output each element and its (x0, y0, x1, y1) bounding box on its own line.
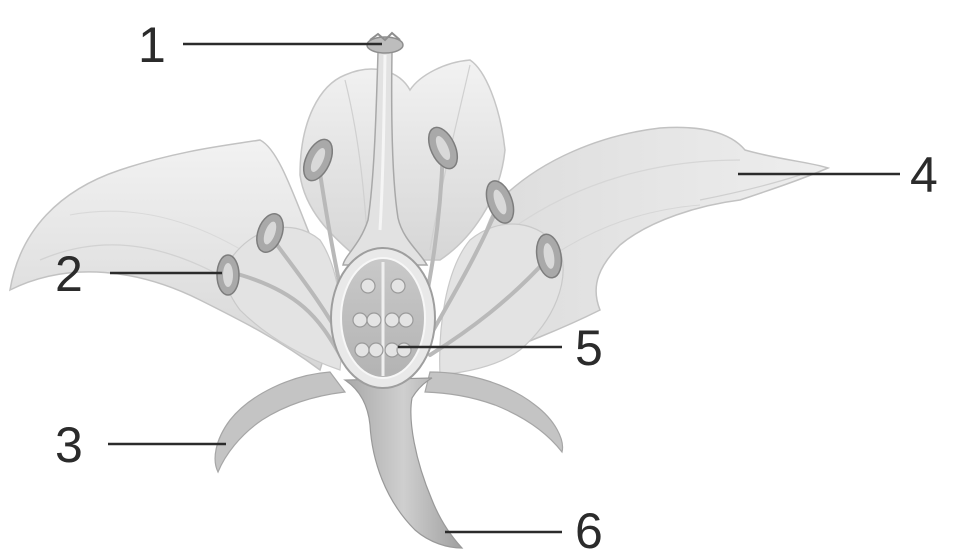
stem (345, 378, 462, 548)
label-6: 6 (575, 503, 603, 556)
label-1: 1 (138, 17, 166, 73)
ovary (331, 248, 435, 388)
anther (217, 255, 239, 295)
label-3: 3 (55, 417, 83, 473)
label-5: 5 (575, 320, 603, 376)
label-4: 4 (910, 147, 938, 203)
label-2: 2 (55, 246, 83, 302)
